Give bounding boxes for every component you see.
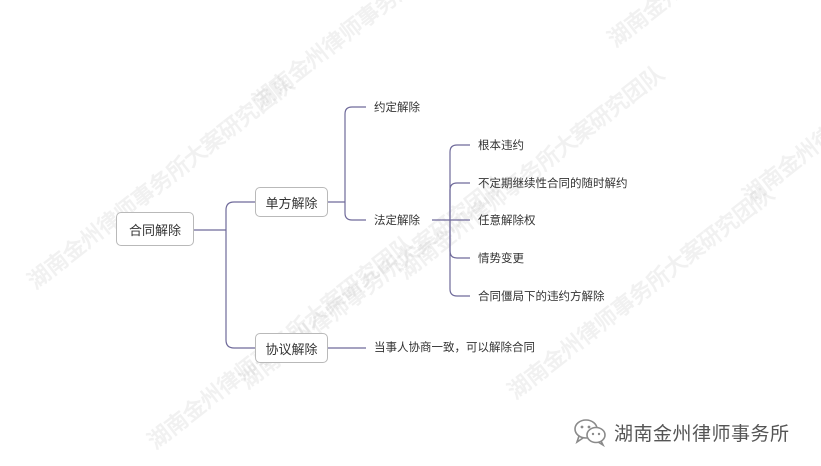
topic-statutory-termination: 法定解除 [374, 213, 420, 227]
connector-legal-leaf1 [449, 144, 470, 220]
connector-branch1-child2 [344, 202, 366, 221]
connector-legal-leaf5 [449, 220, 470, 297]
connector-legal-leaf4 [449, 220, 470, 259]
root-node: 合同解除 [116, 212, 194, 246]
wechat-icon [574, 419, 606, 447]
connector-root-branch2 [225, 230, 255, 349]
leaf-deadlock-breaching-party: 合同僵局下的违约方解除 [478, 289, 605, 303]
brand-name: 湖南金州律师事务所 [614, 422, 790, 445]
branch-node-label: 协议解除 [265, 342, 318, 358]
topic-mutual-consent: 当事人协商一致，可以解除合同 [374, 340, 535, 354]
leaf-discretionary-right: 任意解除权 [478, 213, 536, 227]
brand-mark: 湖南金州律师事务所 [572, 414, 790, 450]
topic-agreed-termination: 约定解除 [374, 100, 420, 114]
connector-legal-leaf2 [449, 182, 470, 220]
root-node-label: 合同解除 [128, 223, 181, 239]
leaf-fundamental-breach: 根本违约 [478, 138, 524, 152]
connector-branch1-child1 [344, 106, 366, 202]
leaf-changed-circumstances: 情势变更 [478, 251, 524, 265]
leaf-indefinite-contract: 不定期继续性合同的随时解约 [478, 176, 628, 190]
branch-node-agreement: 协议解除 [255, 333, 328, 363]
branch-node-label: 单方解除 [265, 196, 318, 212]
connector-root-branch1 [225, 201, 255, 230]
branch-node-unilateral: 单方解除 [255, 187, 328, 217]
